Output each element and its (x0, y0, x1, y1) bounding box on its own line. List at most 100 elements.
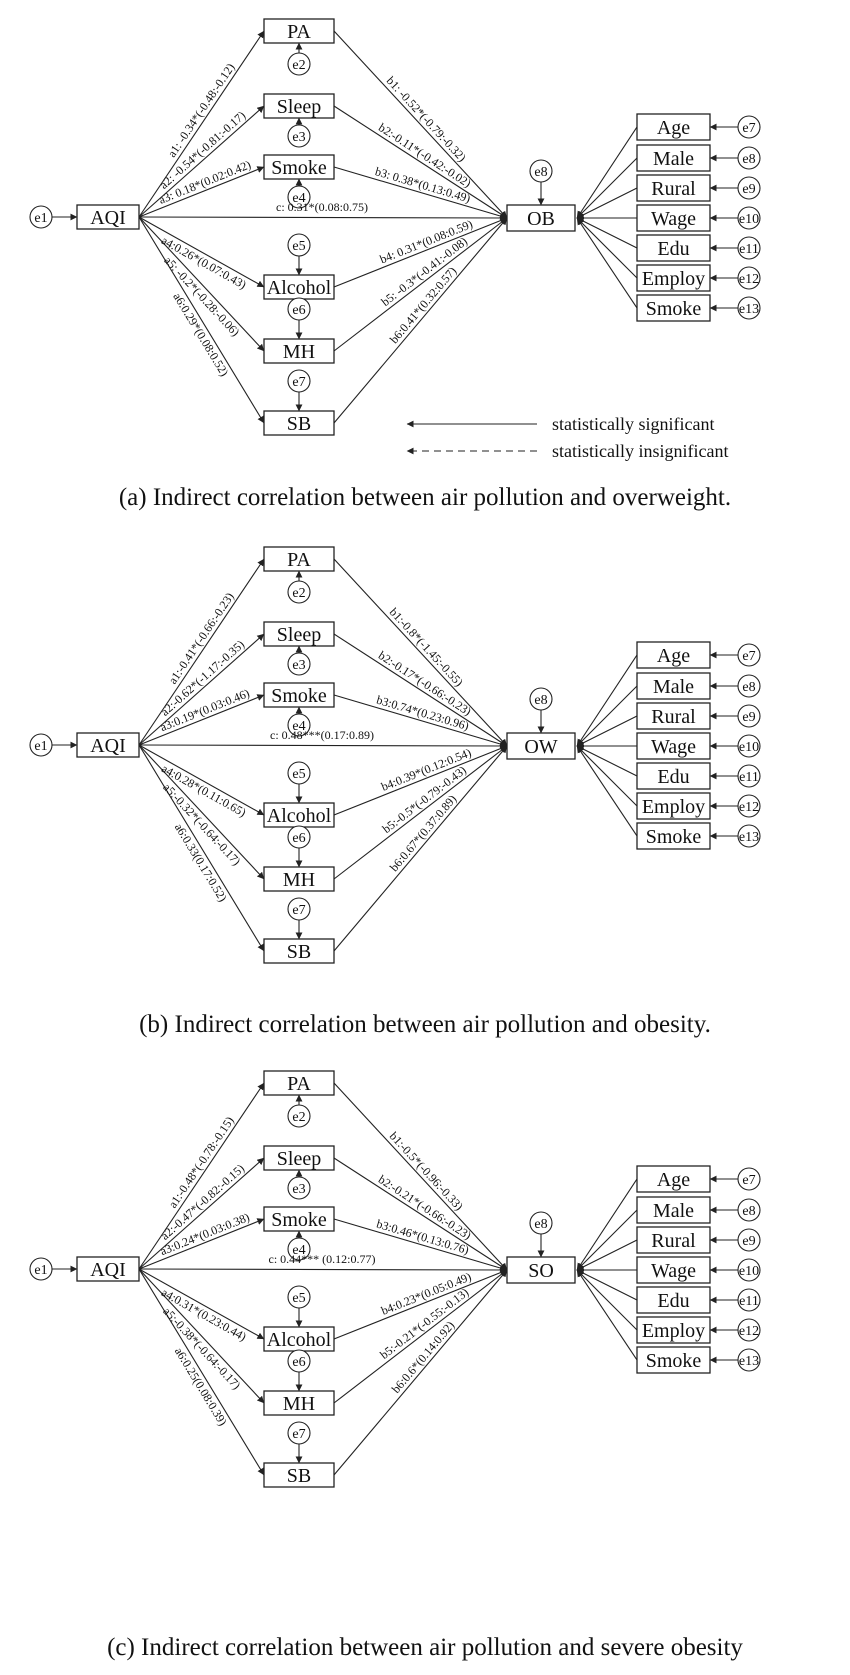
mediator-error-7-label: e7 (292, 903, 305, 918)
mediator-sb-label: SB (287, 413, 311, 435)
covariate-rural-arrow (576, 1239, 638, 1271)
mediator-error-7-circle (287, 1421, 311, 1445)
covariate-error-12-label: e12 (739, 800, 759, 815)
b5-path-arrow (333, 745, 508, 880)
mediator-smoke-label: Smoke (271, 1209, 327, 1231)
a5-path-arrow (138, 744, 265, 880)
b2-path-arrow (333, 633, 508, 747)
covariate-error-9-label: e9 (742, 710, 755, 725)
mediator-alcohol-label: Alcohol (267, 805, 332, 827)
b4-path-arrow (333, 1269, 508, 1340)
panel-caption: (c) Indirect correlation between air pol… (107, 1634, 743, 1661)
covariate-error-10-label: e10 (739, 740, 759, 755)
covariate-male-node (636, 144, 711, 172)
b5-path-arrow (333, 1269, 508, 1404)
mediator-error-4-circle (287, 185, 311, 209)
mediator-pa-label: PA (287, 21, 311, 43)
covariate-error-10-label: e10 (739, 212, 759, 227)
covariate-error-8-label: e8 (742, 680, 755, 695)
a2-path-arrow (138, 633, 265, 746)
mediator-error-3-label: e3 (292, 130, 305, 145)
b4-path-arrow (333, 217, 508, 288)
exposure-error-label: e1 (34, 739, 47, 754)
covariate-error-13-label: e13 (739, 830, 759, 845)
covariate-error-8-label: e8 (742, 152, 755, 167)
covariate-male-arrow (576, 1209, 638, 1271)
mediator-error-6-circle (287, 297, 311, 321)
a2-path-arrow (138, 1157, 265, 1270)
outcome-label: SO (528, 1260, 554, 1282)
mediator-alcohol-label: Alcohol (267, 1329, 332, 1351)
mediator-sb-node (263, 938, 335, 964)
mediator-smoke-label: Smoke (271, 685, 327, 707)
a3-path-arrow (138, 166, 265, 218)
b6-path-arrow (333, 217, 508, 424)
c-path-label: c: 0.31*(0.08:0.75) (276, 200, 368, 214)
covariate-age-label: Age (657, 645, 690, 667)
covariate-error-8-label: e8 (742, 1204, 755, 1219)
mediator-error-2-circle (287, 1104, 311, 1128)
legend-significant-label: statistically significant (552, 414, 714, 434)
covariate-error-12-label: e12 (739, 272, 759, 287)
covariate-wage-node (636, 732, 711, 760)
outcome-error-label: e8 (534, 165, 547, 180)
b2-path-arrow (333, 105, 508, 219)
covariate-smoke-label: Smoke (646, 826, 702, 848)
mediator-error-2-label: e2 (292, 58, 305, 73)
mediator-mh-label: MH (283, 341, 315, 363)
panel-caption: (a) Indirect correlation between air pol… (119, 484, 731, 511)
a4-path-arrow (138, 744, 265, 816)
mediator-error-7-label: e7 (292, 1427, 305, 1442)
mediator-sb-node (263, 1462, 335, 1488)
mediator-smoke-node (263, 682, 335, 708)
covariate-error-12-circle (737, 266, 761, 290)
exposure-error-circle (29, 1257, 53, 1281)
covariate-rural-node (636, 1226, 711, 1254)
covariate-edu-label: Edu (657, 238, 689, 260)
covariate-error-13-label: e13 (739, 1354, 759, 1369)
mediator-error-7-circle (287, 369, 311, 393)
covariate-male-arrow (576, 157, 638, 219)
covariate-error-11-label: e11 (739, 770, 759, 785)
mediator-sleep-node (263, 1145, 335, 1171)
covariate-employ-arrow (576, 745, 638, 807)
covariate-error-7-circle (737, 115, 761, 139)
covariate-smoke-label: Smoke (646, 298, 702, 320)
outcome-label: OW (524, 736, 557, 758)
covariate-error-8-circle (737, 1198, 761, 1222)
mediator-error-6-circle (287, 825, 311, 849)
covariate-age-node (636, 1165, 711, 1193)
exposure-error-circle (29, 733, 53, 757)
mediator-error-7-label: e7 (292, 375, 305, 390)
mediator-alcohol-node (263, 802, 335, 828)
b1-path-arrow (333, 1082, 508, 1271)
exposure-error-label: e1 (34, 211, 47, 226)
c-path-arrow (138, 1266, 508, 1274)
covariate-wage-label: Wage (651, 1260, 696, 1282)
mediator-error-3-label: e3 (292, 658, 305, 673)
mediator-mh-node (263, 338, 335, 364)
covariate-rural-label: Rural (651, 178, 696, 200)
covariate-employ-arrow (576, 1269, 638, 1331)
covariate-rural-arrow (576, 187, 638, 219)
mediator-error-5-label: e5 (292, 1291, 305, 1306)
a4-path-arrow (138, 1268, 265, 1340)
covariate-error-12-label: e12 (739, 1324, 759, 1339)
covariate-error-7-label: e7 (742, 1173, 755, 1188)
covariate-error-9-circle (737, 704, 761, 728)
covariate-error-10-circle (737, 206, 761, 230)
exposure-label: AQI (90, 1259, 126, 1281)
exposure-node (76, 204, 140, 230)
covariate-error-10-label: e10 (739, 1264, 759, 1279)
covariate-male-node (636, 1196, 711, 1224)
mediator-mh-node (263, 1390, 335, 1416)
c-path-arrow (138, 742, 508, 750)
covariate-rural-node (636, 174, 711, 202)
exposure-label: AQI (90, 735, 126, 757)
covariate-error-11-label: e11 (739, 1294, 759, 1309)
covariate-rural-arrow (576, 715, 638, 747)
